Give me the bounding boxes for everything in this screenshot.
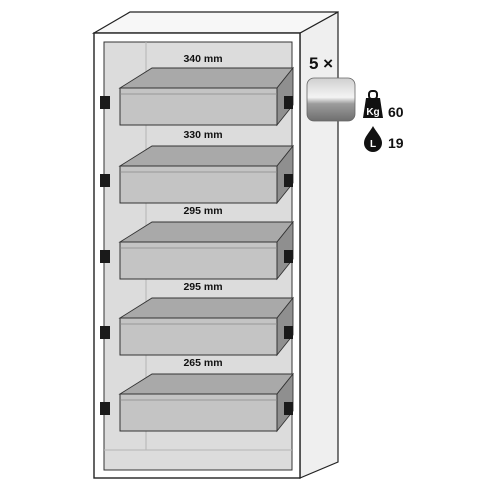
bracket-right (284, 326, 293, 339)
tray-quantity: 5 × (309, 54, 333, 73)
bracket-left (100, 250, 110, 263)
shelf-label: 330 mm (183, 129, 222, 141)
cabinet-top-panel (91, 11, 339, 34)
tray-icon (306, 77, 356, 122)
shelf-label: 265 mm (183, 357, 222, 369)
volume-value: 19 (388, 135, 404, 151)
drop-icon-label: L (370, 139, 376, 150)
shelf-label: 295 mm (183, 205, 222, 217)
shelf-label: 295 mm (183, 281, 222, 293)
bracket-left (100, 326, 110, 339)
tray-front (119, 393, 278, 432)
bracket-left (100, 402, 110, 415)
tray-2: 330 mm (100, 129, 294, 205)
bracket-right (284, 96, 293, 109)
drop-icon: L (364, 126, 382, 152)
tray-front (119, 87, 278, 126)
bracket-left (100, 96, 110, 109)
tray-5: 265 mm (100, 357, 294, 433)
legend: 5 × Kg 60 L 19 (306, 54, 404, 152)
tray-front (119, 165, 278, 204)
bracket-right (284, 402, 293, 415)
tray-3: 295 mm (100, 205, 294, 281)
shelf-label: 340 mm (183, 53, 222, 65)
weight-icon-label: Kg (366, 107, 379, 118)
bracket-right (284, 174, 293, 187)
tray-front (119, 317, 278, 356)
weight-icon: Kg (363, 90, 383, 118)
bracket-left (100, 174, 110, 187)
bracket-right (284, 250, 293, 263)
tray-front (119, 241, 278, 280)
load-capacity-value: 60 (388, 104, 404, 120)
tray-1: 340 mm (100, 53, 294, 127)
tray-4: 295 mm (100, 281, 294, 357)
